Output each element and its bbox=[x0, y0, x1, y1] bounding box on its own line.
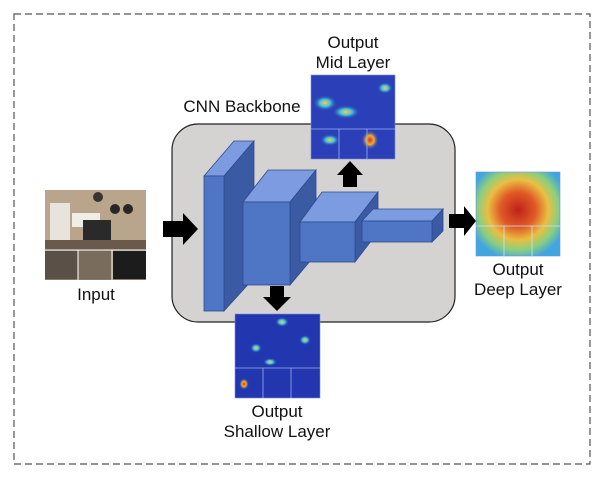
cnn-block-3 bbox=[299, 190, 379, 264]
deep-layer-heatmap bbox=[475, 171, 561, 257]
shallow-layer-heatmap bbox=[234, 313, 321, 399]
backbone-title: CNN Backbone bbox=[183, 97, 301, 116]
shallow-output-line-1: Output bbox=[251, 402, 303, 421]
outer-dashed-border bbox=[13, 13, 591, 465]
arrow-to-mid-output bbox=[337, 161, 363, 187]
deep-output-line-2: Deep Layer bbox=[474, 280, 562, 299]
input-label: Input bbox=[77, 285, 115, 304]
cnn-block-4 bbox=[361, 207, 444, 243]
deep-output-line-1: Output bbox=[492, 260, 544, 279]
mid-output-label: Output Mid Layer bbox=[293, 33, 413, 73]
mid-output-line-1: Output bbox=[327, 33, 379, 52]
deep-output-label: Output Deep Layer bbox=[463, 260, 573, 300]
cnn-block-1 bbox=[203, 139, 255, 313]
shallow-output-line-2: Shallow Layer bbox=[223, 422, 331, 441]
shallow-output-label: Output Shallow Layer bbox=[212, 402, 342, 442]
input-image bbox=[45, 190, 146, 280]
arrow-to-shallow-output bbox=[263, 286, 291, 311]
arrow-input-to-backbone bbox=[163, 213, 198, 245]
mid-output-line-2: Mid Layer bbox=[315, 53, 391, 72]
mid-layer-heatmap bbox=[310, 74, 396, 160]
arrow-to-deep-output bbox=[449, 206, 476, 236]
